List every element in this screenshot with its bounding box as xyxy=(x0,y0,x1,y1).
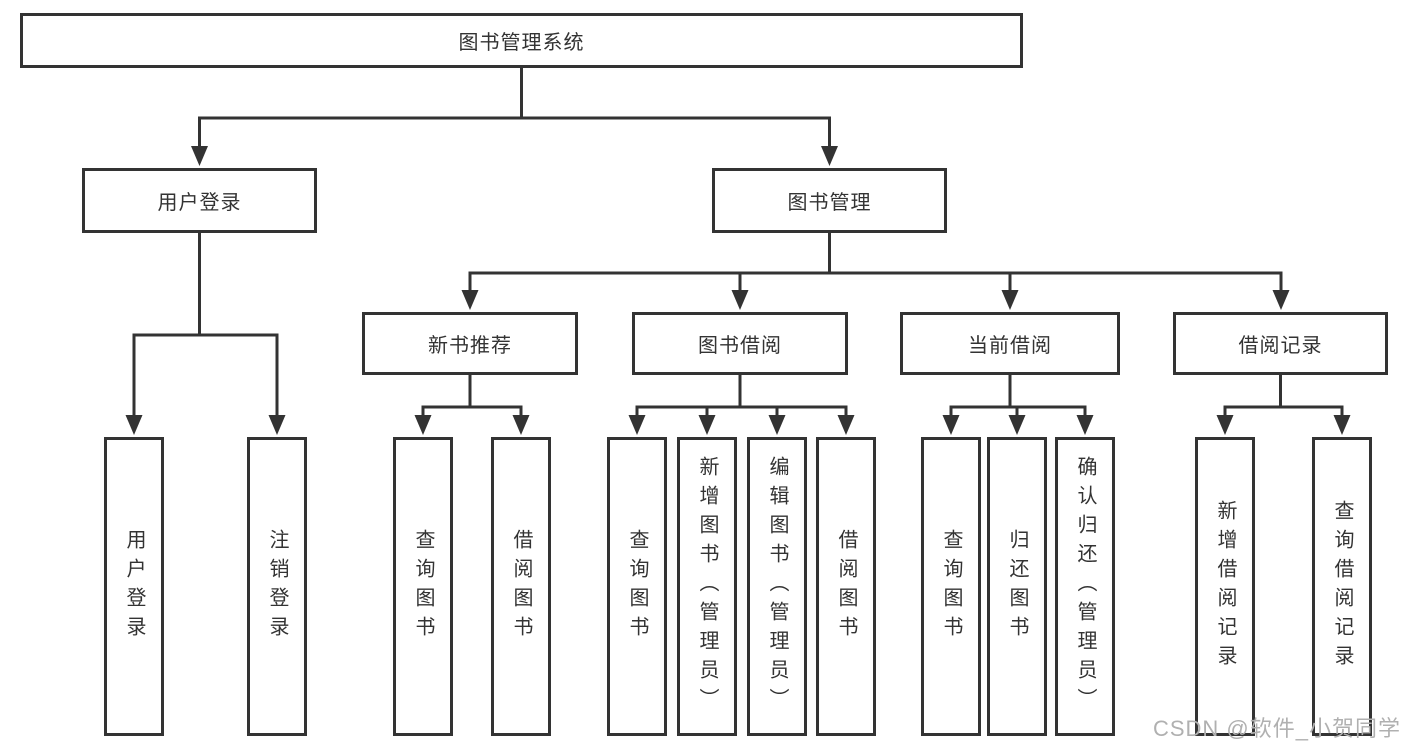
leaf-label: 新增借阅记录 xyxy=(1214,499,1236,674)
node-borrow-records: 借阅记录 xyxy=(1173,312,1388,375)
leaf-borrow-books-recommend: 借阅图书 xyxy=(491,437,551,736)
leaf-query-books-current: 查询图书 xyxy=(921,437,981,736)
leaf-logout: 注销登录 xyxy=(247,437,307,736)
node-user-login: 用户登录 xyxy=(82,168,317,233)
leaf-label: 注销登录 xyxy=(266,528,288,645)
leaf-add-book-admin: 新增图书（管理员） xyxy=(677,437,737,736)
leaf-label: 归还图书 xyxy=(1006,528,1028,645)
leaf-label: 借阅图书 xyxy=(835,528,857,645)
leaf-borrow-books: 借阅图书 xyxy=(816,437,876,736)
leaf-label: 新增图书（管理员） xyxy=(696,456,718,717)
leaf-label: 用户登录 xyxy=(123,528,145,645)
leaf-label: 查询借阅记录 xyxy=(1331,499,1353,674)
node-current-borrow: 当前借阅 xyxy=(900,312,1120,375)
leaf-user-login: 用户登录 xyxy=(104,437,164,736)
leaf-return-books: 归还图书 xyxy=(987,437,1047,736)
leaf-add-borrow-record: 新增借阅记录 xyxy=(1195,437,1255,736)
node-library-management-system: 图书管理系统 xyxy=(20,13,1023,68)
leaf-query-books-recommend: 查询图书 xyxy=(393,437,453,736)
leaf-label: 查询图书 xyxy=(412,528,434,645)
leaf-label: 编辑图书（管理员） xyxy=(766,456,788,717)
leaf-edit-book-admin: 编辑图书（管理员） xyxy=(747,437,807,736)
node-new-book-recommend: 新书推荐 xyxy=(362,312,578,375)
leaf-confirm-return-admin: 确认归还（管理员） xyxy=(1055,437,1115,736)
node-book-borrow: 图书借阅 xyxy=(632,312,848,375)
leaf-query-borrow-record: 查询借阅记录 xyxy=(1312,437,1372,736)
leaf-label: 查询图书 xyxy=(940,528,962,645)
leaf-query-books-borrow: 查询图书 xyxy=(607,437,667,736)
csdn-watermark: CSDN @软件_小贺同学 xyxy=(1152,716,1401,741)
leaf-label: 查询图书 xyxy=(626,528,648,645)
leaf-label: 借阅图书 xyxy=(510,528,532,645)
node-book-management: 图书管理 xyxy=(712,168,947,233)
leaf-label: 确认归还（管理员） xyxy=(1074,456,1096,717)
